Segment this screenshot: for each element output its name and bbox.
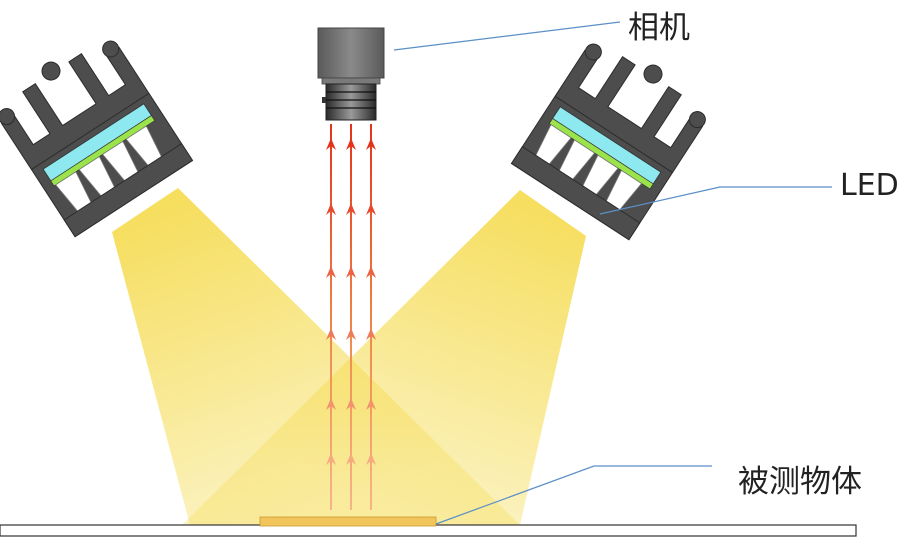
ray-arrowhead — [346, 138, 356, 150]
ray-arrowhead — [366, 138, 376, 150]
ray-arrowhead — [366, 203, 376, 215]
camera-label: 相机 — [628, 10, 690, 46]
led-label: LED — [840, 168, 899, 203]
ray-arrowhead — [366, 328, 376, 340]
ray-arrowhead — [346, 203, 356, 215]
ray-arrowhead — [326, 138, 336, 150]
ray-arrowhead — [346, 266, 356, 278]
ray-arrowhead — [366, 453, 376, 465]
led-light-icon — [0, 40, 194, 238]
led-light-icon — [510, 43, 706, 241]
ray-arrowhead — [346, 398, 356, 410]
callout-camera — [393, 21, 621, 51]
right-light-beam — [182, 190, 586, 525]
callout-lines — [393, 21, 832, 525]
callout-object — [435, 465, 712, 525]
camera-icon — [317, 27, 385, 121]
object-label: 被测物体 — [738, 464, 862, 500]
ray-arrowhead — [326, 266, 336, 278]
led-light-left — [0, 40, 194, 238]
ray-arrowhead — [366, 398, 376, 410]
callout-led — [599, 186, 832, 215]
ray-arrowhead — [326, 398, 336, 410]
led-light-right — [510, 43, 706, 241]
object-under-test — [259, 516, 437, 527]
ray-arrowhead — [346, 328, 356, 340]
ray-arrowhead — [366, 266, 376, 278]
ray-arrowhead — [326, 453, 336, 465]
ray-arrowheads — [326, 138, 376, 465]
ray-arrowhead — [346, 453, 356, 465]
ray-arrowhead — [326, 328, 336, 340]
reflected-rays — [330, 124, 372, 510]
ray-arrowhead — [326, 203, 336, 215]
stage-table — [0, 524, 857, 537]
